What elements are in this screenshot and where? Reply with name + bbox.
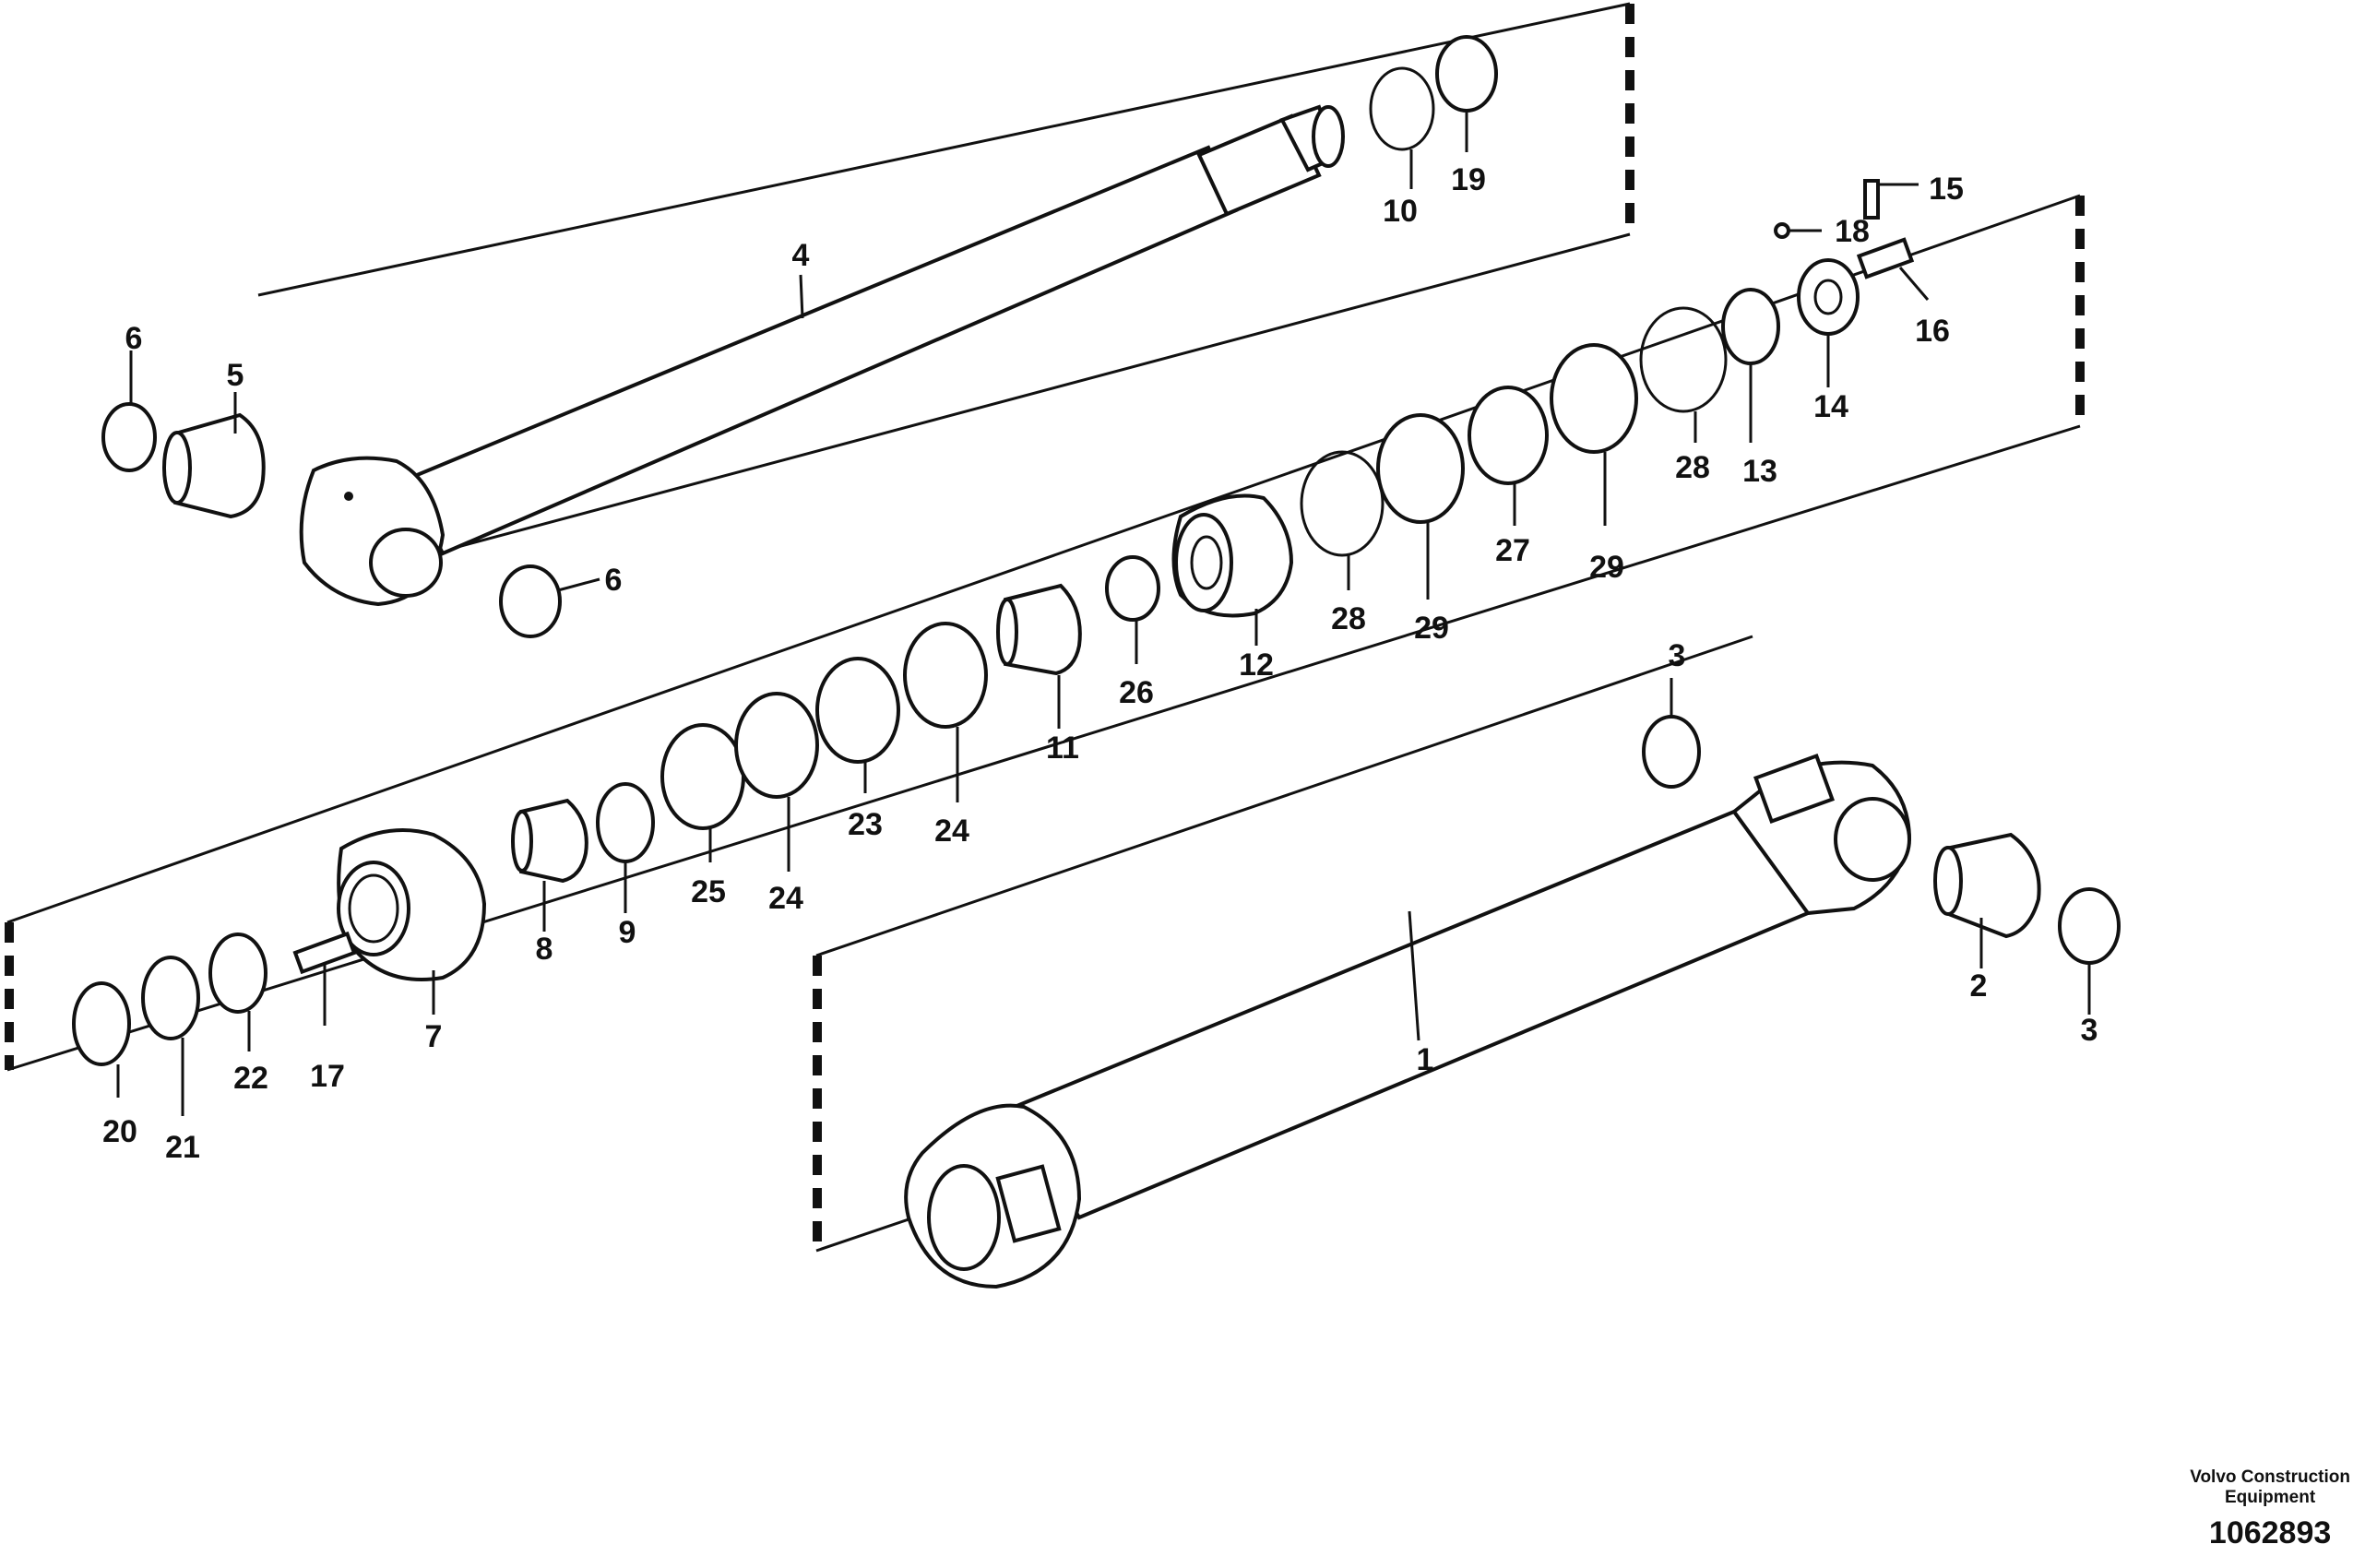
part-label-15: 15 [1929, 172, 1964, 207]
rings [72, 35, 2121, 1066]
part-label-25: 25 [691, 874, 726, 909]
ring-23 [815, 657, 900, 764]
part-label-14: 14 [1813, 389, 1848, 424]
part-label-28a: 28 [1331, 601, 1366, 636]
ring-29b [1550, 343, 1638, 454]
ring-25 [660, 723, 745, 830]
drawing-number: 1062893 [2208, 1515, 2332, 1550]
pin-15 [1863, 179, 1880, 220]
cylinder-tube [904, 753, 1912, 1289]
part-label-2: 2 [1970, 968, 1988, 1004]
ring-21 [141, 956, 200, 1040]
nut-14 [1797, 258, 1860, 336]
ring-3b [2058, 887, 2121, 965]
ring-6a [101, 402, 157, 472]
part-label-21: 21 [165, 1130, 200, 1165]
part-label-4: 4 [792, 238, 810, 273]
ring-6b [499, 564, 562, 638]
part-label-6b: 6 [605, 563, 623, 598]
part-label-3b: 3 [2081, 1013, 2098, 1048]
cylinder-head [337, 828, 487, 981]
ring-9 [596, 782, 655, 863]
part-label-8: 8 [536, 932, 553, 967]
ring-27 [1468, 386, 1549, 485]
part-label-29a: 29 [1414, 611, 1449, 646]
part-label-11: 11 [1046, 731, 1079, 766]
manufacturer-name-line2: Equipment [2225, 1488, 2316, 1507]
piston-rod [299, 104, 1345, 607]
drawing-footer: Volvo Construction Equipment 1062893 [2190, 1467, 2350, 1551]
part-label-18: 18 [1835, 214, 1870, 249]
pin-16 [1856, 237, 1915, 279]
ring-24b [903, 622, 988, 729]
leader-lines [116, 113, 2091, 1116]
part-label-24a: 24 [768, 881, 803, 916]
part-label-13: 13 [1742, 454, 1777, 489]
ball-18 [1774, 222, 1790, 239]
part-label-7: 7 [425, 1019, 443, 1054]
piston [1171, 493, 1294, 618]
part-label-24b: 24 [934, 814, 969, 849]
ring-3a [1642, 715, 1701, 789]
part-label-10: 10 [1383, 194, 1418, 229]
part-label-5: 5 [227, 358, 244, 393]
ring-19 [1435, 35, 1498, 113]
hardware [292, 179, 1915, 975]
ring-26 [1105, 555, 1160, 622]
part-label-17: 17 [310, 1059, 345, 1094]
part-label-19: 19 [1451, 162, 1486, 197]
part-label-1: 1 [1417, 1042, 1434, 1077]
part-label-9: 9 [619, 915, 636, 950]
upper-group-frame [257, 2, 1634, 555]
ring-10 [1369, 66, 1435, 151]
ring-28a [1300, 450, 1385, 557]
part-label-12: 12 [1239, 647, 1274, 683]
part-label-27: 27 [1495, 533, 1530, 568]
ring-29a [1376, 413, 1465, 524]
bushings [162, 412, 2041, 939]
part-label-20: 20 [102, 1114, 137, 1149]
part-label-26: 26 [1119, 675, 1154, 710]
ring-24a [734, 692, 819, 799]
manufacturer-name: Volvo Construction [2190, 1467, 2350, 1487]
part-label-16: 16 [1915, 314, 1950, 349]
part-label-22: 22 [233, 1061, 268, 1096]
ring-22 [208, 932, 267, 1014]
part-label-6a: 6 [125, 321, 143, 356]
part-label-29b: 29 [1589, 550, 1624, 585]
nut-14-bore [1813, 279, 1843, 315]
ring-20 [72, 981, 131, 1066]
ring-13 [1721, 288, 1780, 365]
part-label-28b: 28 [1675, 450, 1710, 485]
ring-28b [1639, 306, 1728, 413]
screw-17 [292, 931, 357, 975]
part-label-3a: 3 [1669, 638, 1686, 673]
part-labels: 1 2 3 3 4 5 6 6 7 8 9 10 11 12 13 14 15 … [102, 162, 2098, 1165]
part-label-23: 23 [848, 807, 883, 842]
